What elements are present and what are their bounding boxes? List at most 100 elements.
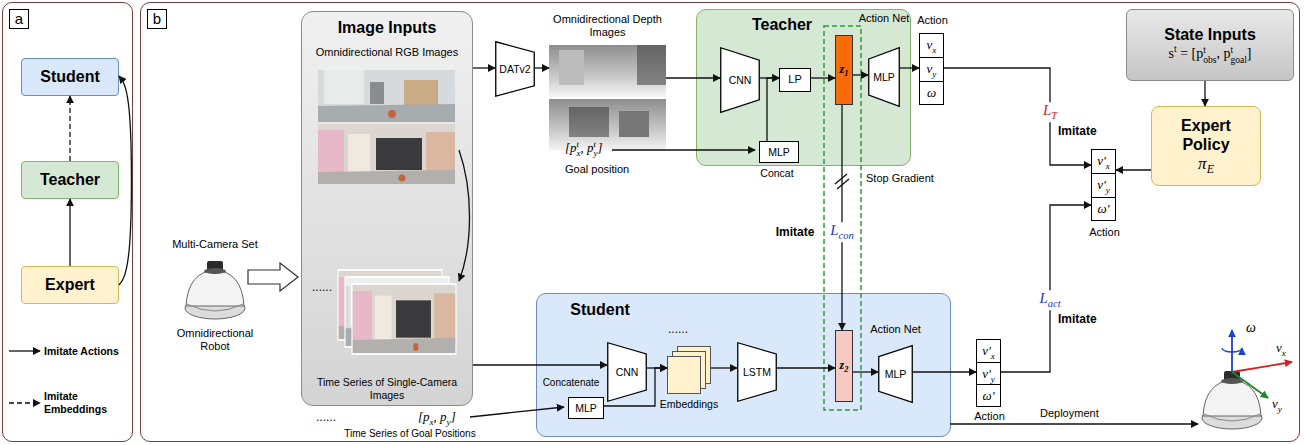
text-part: T bbox=[1051, 110, 1057, 121]
depth-images: Omnidirectional Depth Images bbox=[549, 45, 666, 151]
node-text: a bbox=[9, 9, 29, 29]
node-text: CNN bbox=[616, 366, 639, 379]
annotation-label: Imitate bbox=[1058, 312, 1114, 326]
text-part: t bbox=[593, 140, 597, 149]
legend-sample bbox=[8, 346, 44, 356]
node-text: v'x bbox=[1092, 150, 1115, 173]
node-text: DATv2 bbox=[499, 63, 530, 76]
robot-figure bbox=[1202, 371, 1262, 429]
sequence-arrow bbox=[459, 150, 470, 281]
network-block: Action NetMLP bbox=[868, 47, 900, 107]
text-part: x bbox=[932, 45, 936, 55]
text-part: π bbox=[1198, 154, 1207, 173]
single-camera-stack bbox=[345, 277, 449, 347]
single-camera-stack bbox=[352, 284, 456, 354]
connector bbox=[1116, 169, 1151, 170]
node-text: Action Net bbox=[851, 12, 917, 25]
process-box: Expert bbox=[21, 266, 119, 304]
node-text: ω bbox=[920, 81, 943, 104]
node-text: LP bbox=[788, 73, 801, 86]
robot-axes bbox=[1222, 348, 1242, 352]
text-part: = [p bbox=[1177, 46, 1204, 61]
node-text: z2 bbox=[840, 358, 849, 375]
connector bbox=[647, 367, 667, 368]
node-text: LSTM bbox=[743, 366, 771, 379]
node-text: Omnidirectional RGB Images bbox=[302, 46, 472, 59]
annotation-label: vx bbox=[1276, 340, 1298, 358]
node-text: vx bbox=[920, 34, 943, 57]
node-text: Expert bbox=[45, 275, 95, 294]
single-camera-stack bbox=[352, 284, 456, 354]
node-text: CNN bbox=[729, 74, 752, 87]
text-part: act bbox=[1048, 298, 1061, 309]
node-text: Action bbox=[1080, 226, 1129, 239]
single-camera-stack bbox=[338, 270, 442, 340]
text-part: v bbox=[927, 61, 933, 76]
single-camera-stack bbox=[345, 277, 449, 347]
text-part: v' bbox=[1097, 153, 1106, 168]
connector bbox=[900, 67, 919, 68]
node-text: Student bbox=[555, 300, 645, 319]
mlp-box: LP bbox=[779, 68, 811, 92]
text-part: v bbox=[927, 37, 933, 52]
rgb-photos bbox=[318, 124, 455, 184]
network-block: CNN bbox=[607, 342, 647, 402]
node-text: Image Inputs bbox=[302, 18, 472, 37]
connector bbox=[604, 368, 667, 406]
node-text: Action bbox=[908, 14, 957, 27]
connector bbox=[69, 199, 70, 266]
hollow-arrow bbox=[248, 263, 298, 291]
depth-image bbox=[569, 107, 609, 137]
legend-text: Imitate Embeddings bbox=[44, 390, 130, 415]
text-part: ] bbox=[1247, 46, 1252, 61]
text-part: x bbox=[1106, 161, 1110, 171]
text-part: x bbox=[1282, 348, 1286, 358]
latent-group bbox=[824, 26, 861, 410]
legend-sample bbox=[9, 402, 40, 403]
goal-series-arrow bbox=[470, 407, 564, 417]
rgb-photos bbox=[318, 62, 455, 122]
node-text: ω' bbox=[1092, 197, 1115, 220]
text-part: tgoal bbox=[1230, 45, 1246, 65]
node-text: πE bbox=[1198, 154, 1214, 176]
annotation-label: Imitate bbox=[1058, 124, 1114, 138]
text-part: L bbox=[1039, 290, 1047, 306]
node-text: ω' bbox=[977, 384, 1000, 406]
connector bbox=[760, 77, 779, 78]
robot-axes bbox=[1222, 330, 1292, 398]
node-text: State Inputs bbox=[1164, 25, 1256, 44]
connector bbox=[853, 74, 868, 75]
text-part: y bbox=[1106, 185, 1110, 195]
action-vector: v'xv'yω'Action bbox=[1091, 149, 1116, 221]
text-part: x bbox=[991, 351, 995, 361]
text-part: y bbox=[991, 374, 995, 384]
connector bbox=[841, 105, 842, 330]
deployment-arrow bbox=[950, 423, 1198, 424]
connector bbox=[913, 371, 976, 372]
loss-label: LT bbox=[1041, 102, 1059, 122]
legend-sample bbox=[9, 351, 40, 352]
text-part: t bbox=[1230, 45, 1246, 55]
annotation-label: Omnidirectional Robot bbox=[170, 327, 260, 353]
node-text: b bbox=[147, 9, 167, 29]
stop-gradient-mark bbox=[835, 174, 847, 184]
annotation-label: Multi-Camera Set bbox=[165, 238, 265, 251]
shape-outline bbox=[667, 346, 711, 394]
text-part: t bbox=[1203, 45, 1216, 55]
text-part: v bbox=[1276, 340, 1282, 355]
annotation-label: Concat bbox=[752, 167, 802, 180]
mlp-box: MLP bbox=[759, 141, 799, 163]
node-text: v'x bbox=[977, 340, 1000, 362]
embedding-stack: Embeddings bbox=[667, 346, 711, 394]
single-camera-stack bbox=[338, 270, 442, 340]
node-text: Omnidirectional Depth Images bbox=[543, 13, 672, 39]
trapezoid bbox=[496, 42, 535, 97]
node-text: ...... bbox=[312, 280, 352, 294]
depth-image bbox=[559, 50, 584, 85]
connector bbox=[777, 367, 835, 368]
node-text: Teacher bbox=[727, 15, 837, 34]
text-part: , p bbox=[1216, 46, 1230, 61]
text-part: t bbox=[577, 140, 581, 149]
